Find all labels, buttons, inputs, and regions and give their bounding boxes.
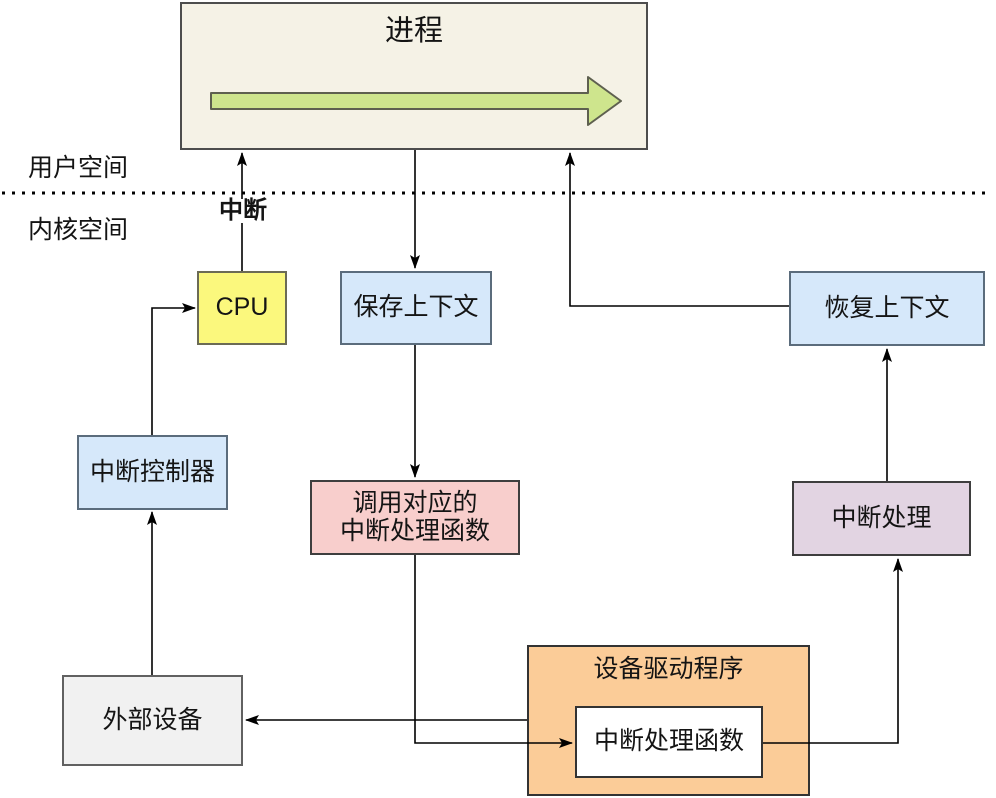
edge-interrupt-controller-to-cpu bbox=[151, 303, 196, 435]
interrupt-edge-label: 中断 bbox=[214, 199, 272, 223]
node-call-handler: 调用对应的 中断处理函数 bbox=[310, 480, 520, 555]
restore-context-label: 恢复上下文 bbox=[824, 293, 950, 322]
node-save-context: 保存上下文 bbox=[340, 271, 492, 345]
node-restore-context: 恢复上下文 bbox=[789, 271, 985, 346]
interrupt-handling-label: 中断处理 bbox=[831, 503, 932, 532]
external-device-label: 外部设备 bbox=[102, 705, 203, 734]
node-cpu: CPU bbox=[197, 271, 287, 345]
interrupt-controller-label: 中断控制器 bbox=[89, 457, 215, 486]
node-interrupt-handler-fn: 中断处理函数 bbox=[575, 706, 763, 778]
cpu-label: CPU bbox=[215, 293, 269, 322]
interrupt-handler-fn-label: 中断处理函数 bbox=[593, 727, 744, 756]
node-interrupt-handling: 中断处理 bbox=[792, 481, 971, 556]
call-handler-label: 调用对应的 中断处理函数 bbox=[339, 489, 490, 545]
device-driver-label: 设备驱动程序 bbox=[593, 655, 744, 683]
node-process: 进程 bbox=[180, 2, 648, 150]
user-space-label: 用户空间 bbox=[28, 154, 129, 182]
save-context-label: 保存上下文 bbox=[353, 293, 479, 322]
edge-restore-context-to-process bbox=[565, 152, 789, 307]
node-interrupt-controller: 中断控制器 bbox=[77, 435, 228, 510]
node-external-device: 外部设备 bbox=[62, 675, 243, 766]
kernel-space-label: 内核空间 bbox=[28, 216, 129, 244]
process-label: 进程 bbox=[384, 15, 443, 47]
